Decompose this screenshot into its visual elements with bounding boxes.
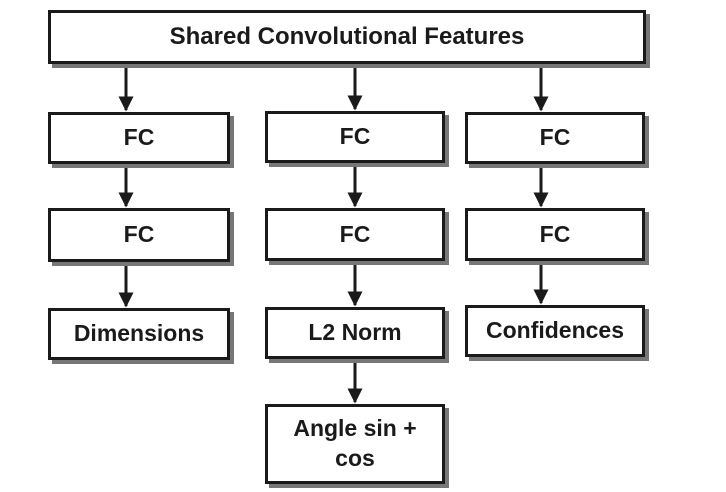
dimensions-label: Dimensions [73,320,205,347]
fc-label: FC [539,124,571,151]
fc-box-left-2: FC [48,208,230,262]
angle-label-line1: Angle sin + [293,415,417,442]
dimensions-box: Dimensions [48,308,230,360]
shared-features-label: Shared Convolutional Features [169,23,525,51]
fc-label: FC [539,220,571,247]
angle-sin-cos-box: Angle sin + cos [265,404,445,484]
confidences-box: Confidences [465,305,645,357]
fc-box-middle-2: FC [265,208,445,261]
fc-box-right-2: FC [465,208,645,261]
fc-box-middle-1: FC [265,111,445,163]
fc-label: FC [339,123,371,150]
fc-box-left-1: FC [48,112,230,164]
confidences-label: Confidences [485,317,625,344]
l2-norm-box: L2 Norm [265,307,445,359]
fc-box-right-1: FC [465,112,645,164]
shared-features-box: Shared Convolutional Features [48,10,646,64]
fc-label: FC [123,124,155,151]
fc-label: FC [123,221,155,248]
l2-norm-label: L2 Norm [308,319,402,346]
angle-label-line2: cos [335,445,375,471]
fc-label: FC [339,220,371,247]
